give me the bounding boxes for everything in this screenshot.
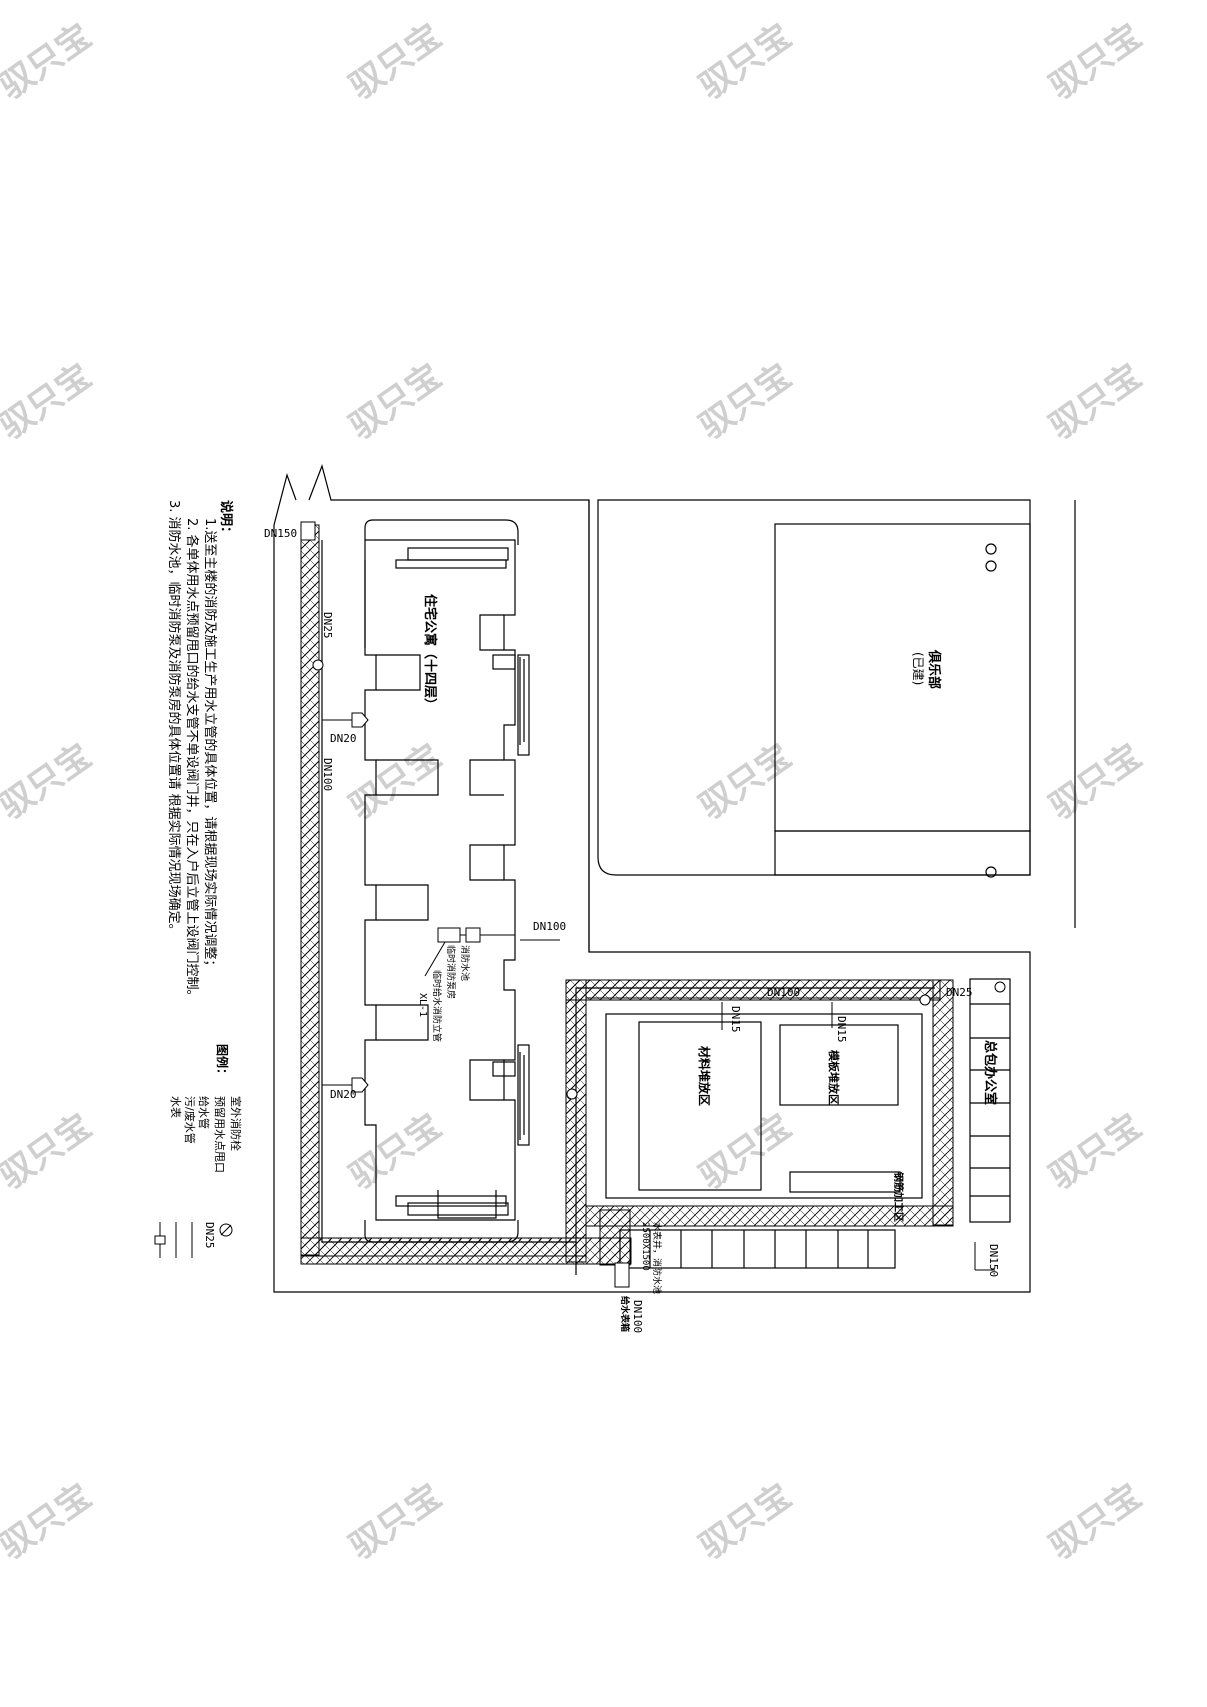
legend-item-supply-pipe: 给水管 <box>197 1096 211 1129</box>
watermark-text: 驭只宝 <box>342 736 448 827</box>
watermark-text: 驭只宝 <box>692 736 798 827</box>
legend-block: 图例： 室外消防栓 预留用水点甩口 给水管 污/废水管 水表 DN25 <box>154 1044 243 1258</box>
hydrant-symbol-slash <box>220 1224 232 1236</box>
watermark-text: 驭只宝 <box>1042 1106 1148 1197</box>
watermark-text: 驭只宝 <box>1042 16 1148 107</box>
watermark-text: 驭只宝 <box>1042 1476 1148 1567</box>
fire-pool-label: 消防水池 <box>459 945 471 981</box>
dn100-mid-label: DN100 <box>533 920 566 933</box>
watermark-text: 驭只宝 <box>692 356 798 447</box>
riser-desc-label: 临时给水消防立管 <box>431 970 443 1042</box>
hydrant-right-icon <box>919 994 931 1006</box>
dn25-left-label: DN25 <box>321 612 334 639</box>
note-3: 3. 消防水池，临时消防泵及消防泵房的具体位置请 根据实际情况现场确定。 <box>166 500 182 937</box>
steel-yard-label: 钢筋加工区 <box>892 1172 905 1222</box>
pool-size-label: 2500X1500 <box>640 1222 650 1271</box>
watermark-text: 驭只宝 <box>692 1476 798 1567</box>
dn150-meter-box <box>300 521 316 541</box>
hydrant-left-icon <box>312 659 324 671</box>
fire-pool-box <box>465 927 481 943</box>
club-label: 俱乐部 <box>926 649 942 689</box>
watermark-text: 驭只宝 <box>342 356 448 447</box>
watermark-text: 驭只宝 <box>342 1106 448 1197</box>
watermark-text: 驭只宝 <box>1042 736 1148 827</box>
yard-area <box>605 1013 923 1199</box>
watermark-text: 驭只宝 <box>0 736 99 827</box>
watermark-text: 驭只宝 <box>342 1476 448 1567</box>
watermark-text: 驭只宝 <box>0 356 99 447</box>
main-building <box>364 519 530 1243</box>
dn100-yard-label: DN100 <box>767 986 800 999</box>
meter-box-label: 给水表箱 <box>619 1296 631 1332</box>
meter-symbol-icon <box>154 1235 166 1245</box>
riser-group: 消防水池 临时消防泵房 临时给水消防立管 XL-1 <box>417 927 515 1042</box>
pump-room-label: 临时消防泵房 <box>445 945 457 999</box>
watermark-text: 驭只宝 <box>0 1106 99 1197</box>
office-hydrant-icon <box>994 981 1006 993</box>
main-building-label: 住宅公寓（十四层） <box>422 594 438 711</box>
dn25-right-label: DN25 <box>946 986 973 999</box>
legend-stub-symbol: DN25 <box>203 1222 216 1249</box>
material-yard-label: 材料堆放区 <box>697 1045 712 1106</box>
watermark-text: 驭只宝 <box>342 16 448 107</box>
legend-item-meter: 水表 <box>169 1096 183 1118</box>
watermark-text: 驭只宝 <box>0 16 99 107</box>
legend-title: 图例： <box>215 1044 230 1080</box>
dn15-a-label: DN15 <box>729 1006 742 1033</box>
dn20-bottom-label: DN20 <box>330 1088 357 1101</box>
supply-pipe-loop <box>321 540 935 1275</box>
pump-room-box <box>437 927 461 943</box>
site-boundary <box>273 464 1076 1293</box>
dn150-top-label: DN150 <box>264 527 297 540</box>
hydrant-yard-icon <box>566 1088 578 1100</box>
pool-label: 水表井，消防水池 <box>651 1222 663 1294</box>
notes-heading: 说明： <box>218 500 234 539</box>
watermark-text: 驭只宝 <box>0 1476 99 1567</box>
dn100-bottom-label: DN100 <box>631 1300 644 1333</box>
legend-item-stub: 预留用水点甩口 <box>213 1096 226 1173</box>
storage-rooms <box>619 1229 896 1269</box>
hydrant-symbol-icon <box>219 1223 233 1237</box>
dn20-top-label: DN20 <box>330 732 357 745</box>
notes-block: 说明： 1.送至主楼的消防及施工生产用水立管的具体位置，请根据现场实际情况调整；… <box>166 500 234 1003</box>
club-status-label: (已建) <box>911 652 925 685</box>
dn15-b-label: DN15 <box>835 1016 848 1043</box>
watermark-text: 驭只宝 <box>1042 356 1148 447</box>
formwork-yard-label-group: 模板堆放区 <box>827 1050 841 1105</box>
riser-id-label: XL-1 <box>417 993 428 1017</box>
formwork-yard-label: 模板堆放区 <box>827 1050 841 1105</box>
stub-dn20-bottom: DN20 <box>322 1077 369 1101</box>
dn150-right-label: DN150 <box>987 1244 1000 1277</box>
stub-dn20-top: DN20 <box>322 712 369 745</box>
meter-well-box <box>614 1262 630 1288</box>
watermark-text: 驭只宝 <box>692 16 798 107</box>
office-label: 总包办公室 <box>982 1040 998 1105</box>
note-1: 1.送至主楼的消防及施工生产用水立管的具体位置，请根据现场实际情况调整； <box>202 518 218 972</box>
club-building <box>597 499 1031 878</box>
legend-item-hydrant: 室外消防栓 <box>229 1096 243 1151</box>
legend-item-waste-pipe: 污/废水管 <box>183 1096 197 1144</box>
note-2: 2. 各单体用水点预留甩口的给水支管不单设阀门井，只在入户后立管上设阀门控制。 <box>184 518 200 1003</box>
watermark-text: 驭只宝 <box>692 1106 798 1197</box>
dn100-left-label: DN100 <box>321 758 334 791</box>
office-building <box>969 978 1011 1223</box>
